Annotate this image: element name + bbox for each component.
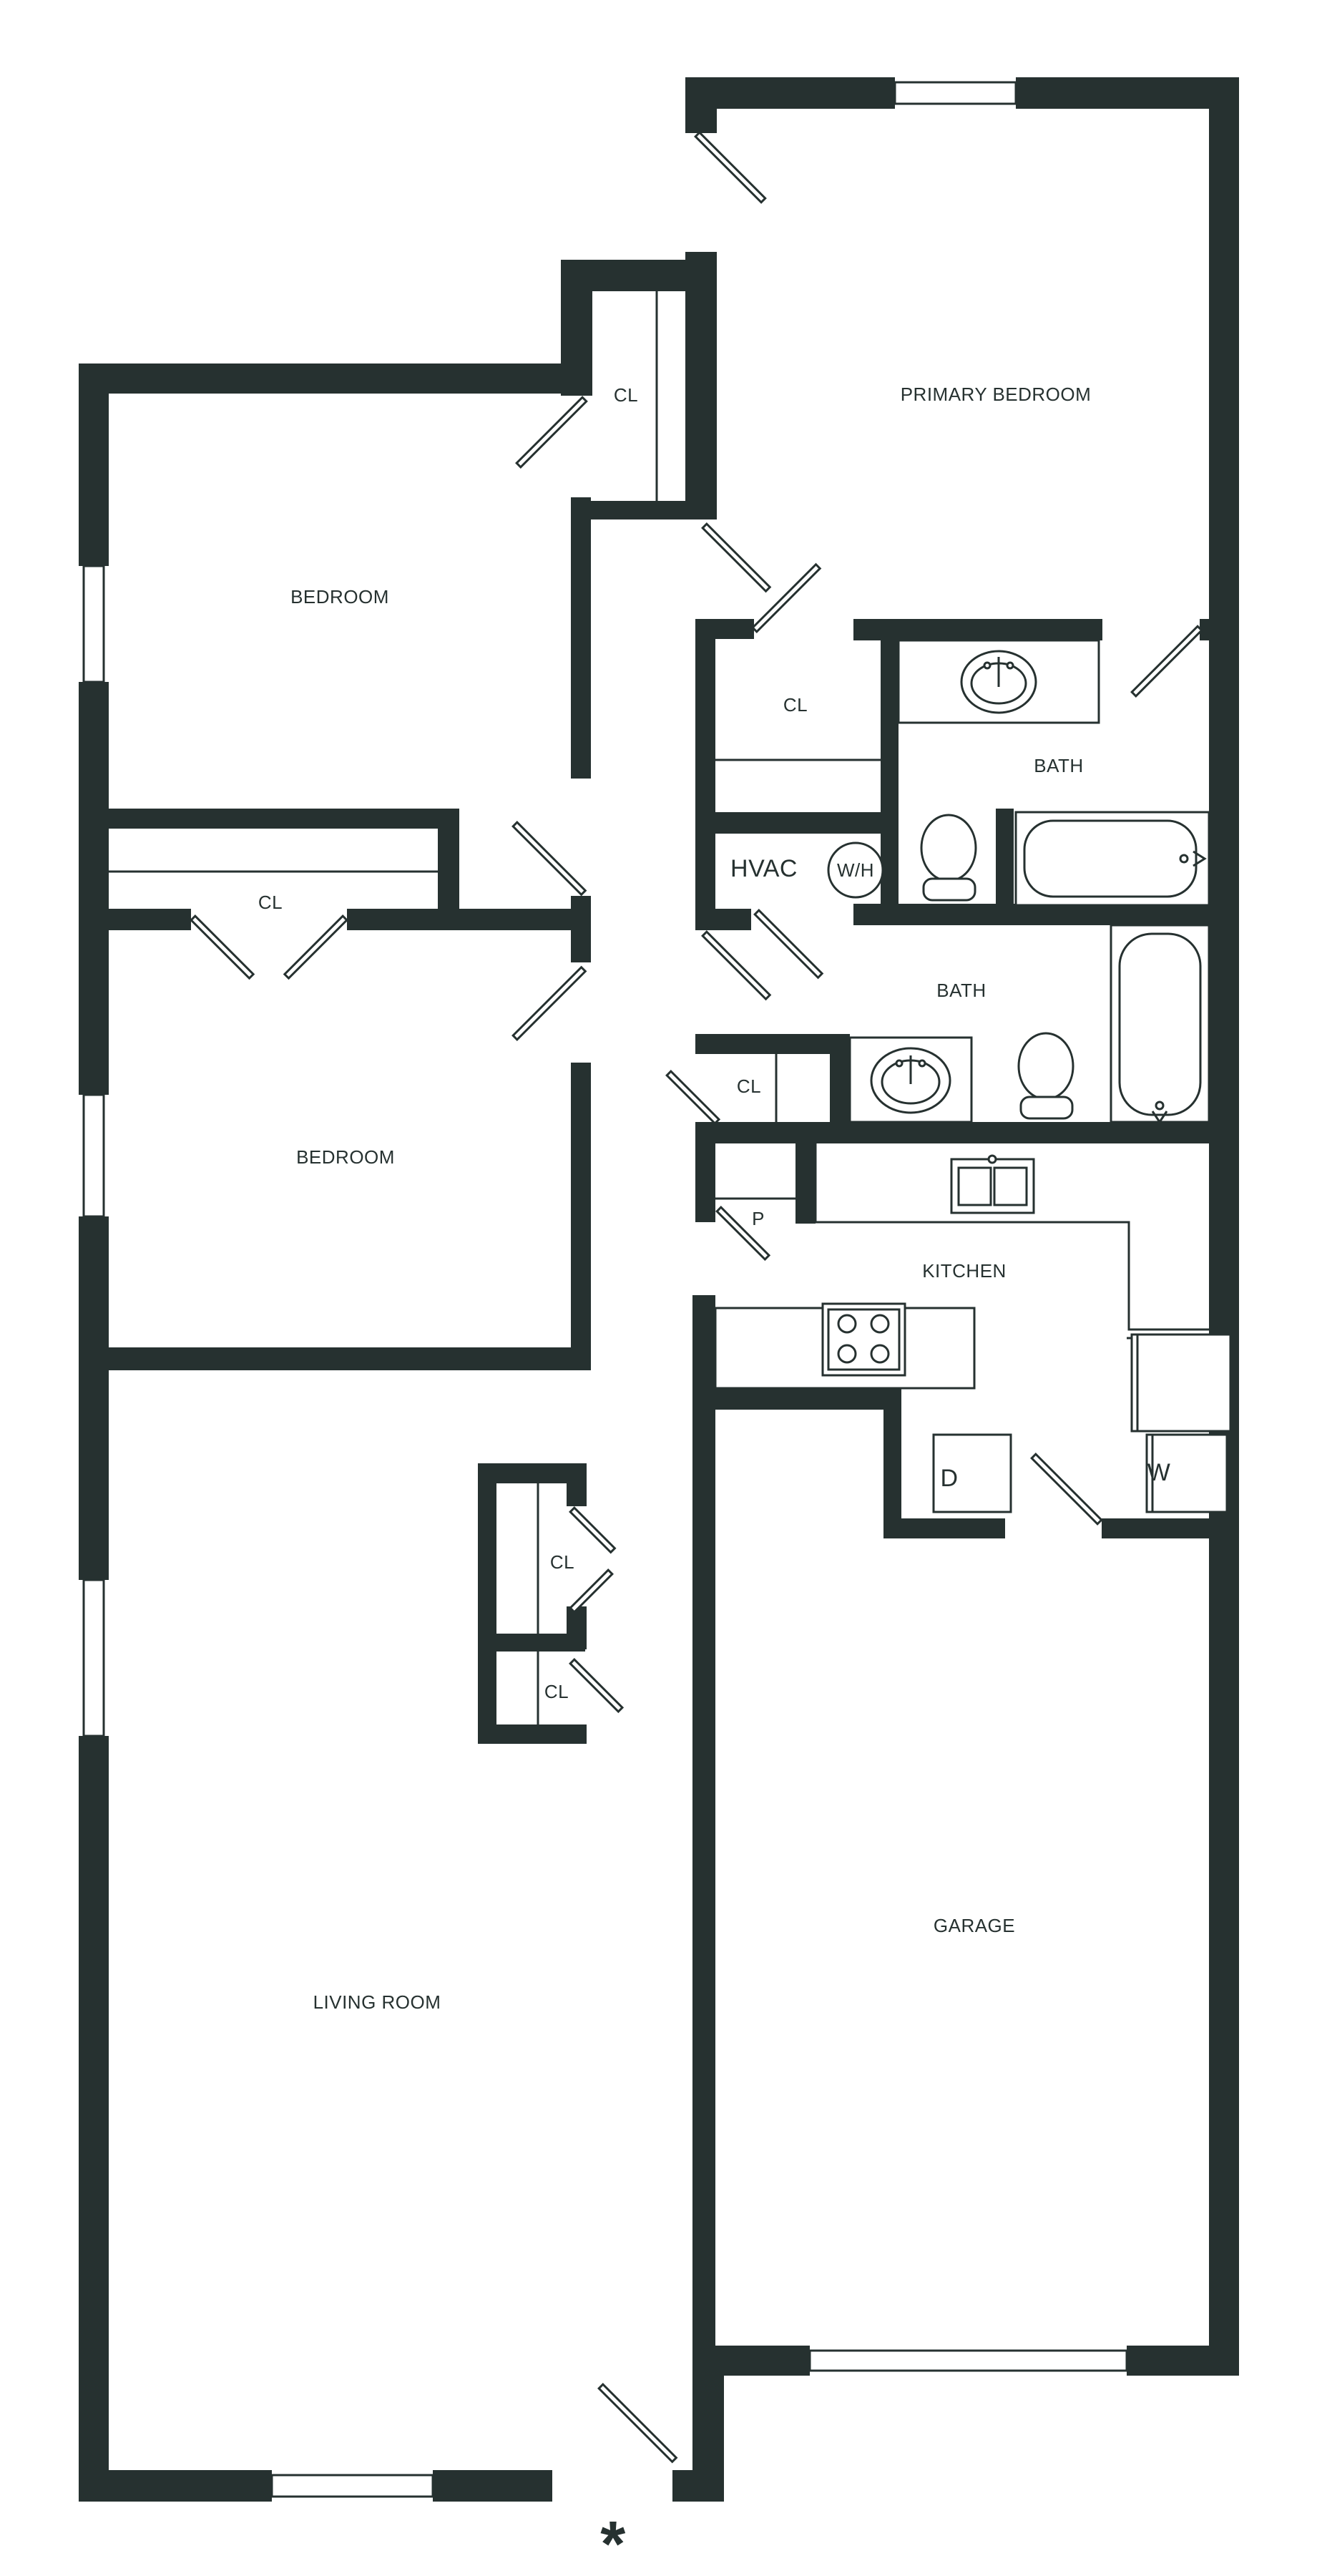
washer-box	[1145, 1433, 1228, 1513]
room-label-bath-2: BATH	[936, 980, 986, 1001]
window-bedroom-1	[82, 565, 105, 683]
refrigerator-icon	[1127, 1333, 1232, 1433]
water-heater-icon	[827, 841, 884, 899]
window-garage-door	[808, 2349, 1128, 2372]
toilet-icon	[1017, 1032, 1074, 1120]
closet-label-living-1: CL	[550, 1551, 574, 1573]
room-label-bedroom-2: BEDROOM	[296, 1146, 395, 1168]
bathtub-icon	[1014, 811, 1210, 907]
closet-label-top: CL	[614, 384, 638, 406]
window-primary-top	[893, 81, 1017, 105]
window-living-bottom	[270, 2474, 434, 2498]
room-label-primary-bedroom: PRIMARY BEDROOM	[901, 384, 1092, 405]
water-heater-label: W/H	[837, 859, 874, 881]
closet-label-living-2: CL	[544, 1681, 569, 1702]
bathtub-icon	[1110, 924, 1210, 1124]
sink-icon	[870, 1047, 951, 1114]
doors	[190, 131, 1203, 2464]
walls	[79, 77, 1239, 2502]
room-label-garage: GARAGE	[934, 1915, 1015, 1936]
room-label-bath-1: BATH	[1034, 755, 1083, 776]
entry-marker-icon: *	[600, 2509, 626, 2576]
closet-label-bath: CL	[737, 1075, 761, 1097]
dryer-box	[932, 1433, 1012, 1513]
closet-label-hall: CL	[783, 694, 808, 716]
room-label-kitchen: KITCHEN	[922, 1260, 1007, 1282]
windows	[82, 81, 1128, 2498]
stove-icon	[821, 1302, 906, 1377]
room-label-bedroom-1: BEDROOM	[290, 586, 389, 608]
window-living-left	[82, 1579, 105, 1737]
dryer-label: D	[940, 1465, 958, 1492]
kitchen-sink-icon	[950, 1154, 1035, 1214]
room-label-living-room: LIVING ROOM	[313, 1991, 441, 2013]
fixtures	[821, 650, 1232, 1513]
washer-label: W	[1147, 1459, 1171, 1486]
sink-icon	[960, 650, 1037, 714]
pantry-label: P	[752, 1208, 765, 1229]
labels: PRIMARY BEDROOM BEDROOM BEDROOM LIVING R…	[258, 384, 1170, 2576]
closet-label-bedroom: CL	[258, 892, 283, 913]
hvac-label: HVAC	[730, 855, 798, 882]
toilet-icon	[920, 814, 977, 902]
window-bedroom-2	[82, 1093, 105, 1218]
